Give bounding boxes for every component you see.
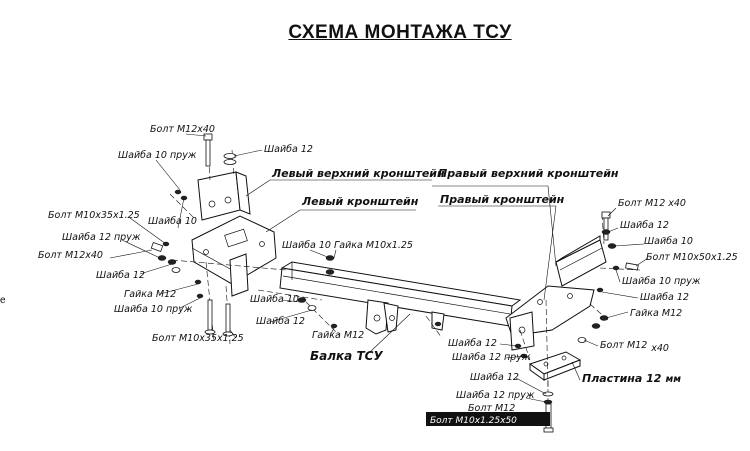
label-bolt-m10-boxed: Болт М10х1.25х50 xyxy=(430,416,517,426)
label-bolt-m12x40-left: Болт М12х40 xyxy=(38,250,103,261)
label-washer-12-center: Шайба 12 xyxy=(448,338,497,349)
label-right-upper-bracket: Правый верхний кронштейн xyxy=(438,167,619,180)
page-title: СХЕМА МОНТАЖА ТСУ xyxy=(288,22,512,43)
label-bolt-m12x40-right: Болт М12 х40 xyxy=(618,198,686,209)
edge-fragment-text: е xyxy=(0,295,6,306)
label-nut-m12-mid: Гайка М12 xyxy=(312,330,364,341)
label-bolt-m12x40-top: Болт М12х40 xyxy=(150,124,215,135)
leader-lines xyxy=(109,133,649,403)
label-spring-washer-10-left: Шайба 10 пруж xyxy=(114,304,193,315)
label-nut-m12-right: Гайка М12 xyxy=(630,308,682,319)
label-spring-washer-12-center: Шайба 12 пруж xyxy=(452,352,531,363)
label-spring-washer-10-right: Шайба 10 пруж xyxy=(622,276,701,287)
label-washer-12-low: Шайба 12 xyxy=(470,372,519,383)
label-tow-bar-beam: Балка ТСУ xyxy=(310,349,383,363)
label-bolt-m12-right-bottom-suffix: х40 xyxy=(650,343,669,354)
label-washer-12-right2: Шайба 12 xyxy=(640,292,689,303)
left-upper-bracket xyxy=(197,171,251,221)
label-washer-12-left: Шайба 12 xyxy=(96,270,145,281)
left-bracket xyxy=(191,215,277,297)
label-washer-12-right1: Шайба 12 xyxy=(620,220,669,231)
label-washer-10-right: Шайба 10 xyxy=(644,236,693,247)
plate-12mm xyxy=(528,351,582,381)
label-bolt-m12-right-bottom-main: Болт М12 xyxy=(600,340,647,351)
label-washer-12-mid: Шайба 12 xyxy=(256,316,305,327)
label-left-upper-bracket: Левый верхний кронштейн xyxy=(271,167,445,180)
right-upper-bracket xyxy=(555,235,607,287)
label-bolt-m12-low: Болт М12 xyxy=(468,403,515,414)
tow-bar-beam xyxy=(279,261,522,335)
label-plate-12-main: Пластина 12 xyxy=(582,372,662,385)
label-bolt-m10x35-bottom: Болт М10х35х1.25 xyxy=(152,333,244,344)
label-spring-washer-12-low: Шайба 12 пруж xyxy=(456,390,535,401)
label-washer-12-top: Шайба 12 xyxy=(264,144,313,155)
label-bolt-m10x50-right: Болт М10х50х1.25 xyxy=(646,252,738,263)
label-washer-10-mid: Шайба 10 xyxy=(282,240,331,251)
label-left-bracket: Левый кронштейн xyxy=(301,195,419,208)
label-washer-10-mid2: Шайба 10 xyxy=(250,294,299,305)
label-nut-m10-mid: Гайка М10х1.25 xyxy=(334,240,413,251)
boxed-label-background xyxy=(426,412,550,426)
label-plate-12-unit: мм xyxy=(665,374,681,385)
right-bracket xyxy=(505,285,595,351)
label-nut-m12-left: Гайка М12 xyxy=(124,289,176,300)
label-spring-washer-10-top: Шайба 10 пруж xyxy=(118,150,197,161)
label-washer-10-left: Шайба 10 xyxy=(148,216,197,227)
label-bolt-m10x35-top: Болт М10х35х1.25 xyxy=(48,210,140,221)
label-spring-washer-12-left: Шайба 12 пруж xyxy=(62,232,141,243)
label-right-bracket: Правый кронштейн xyxy=(440,193,565,206)
